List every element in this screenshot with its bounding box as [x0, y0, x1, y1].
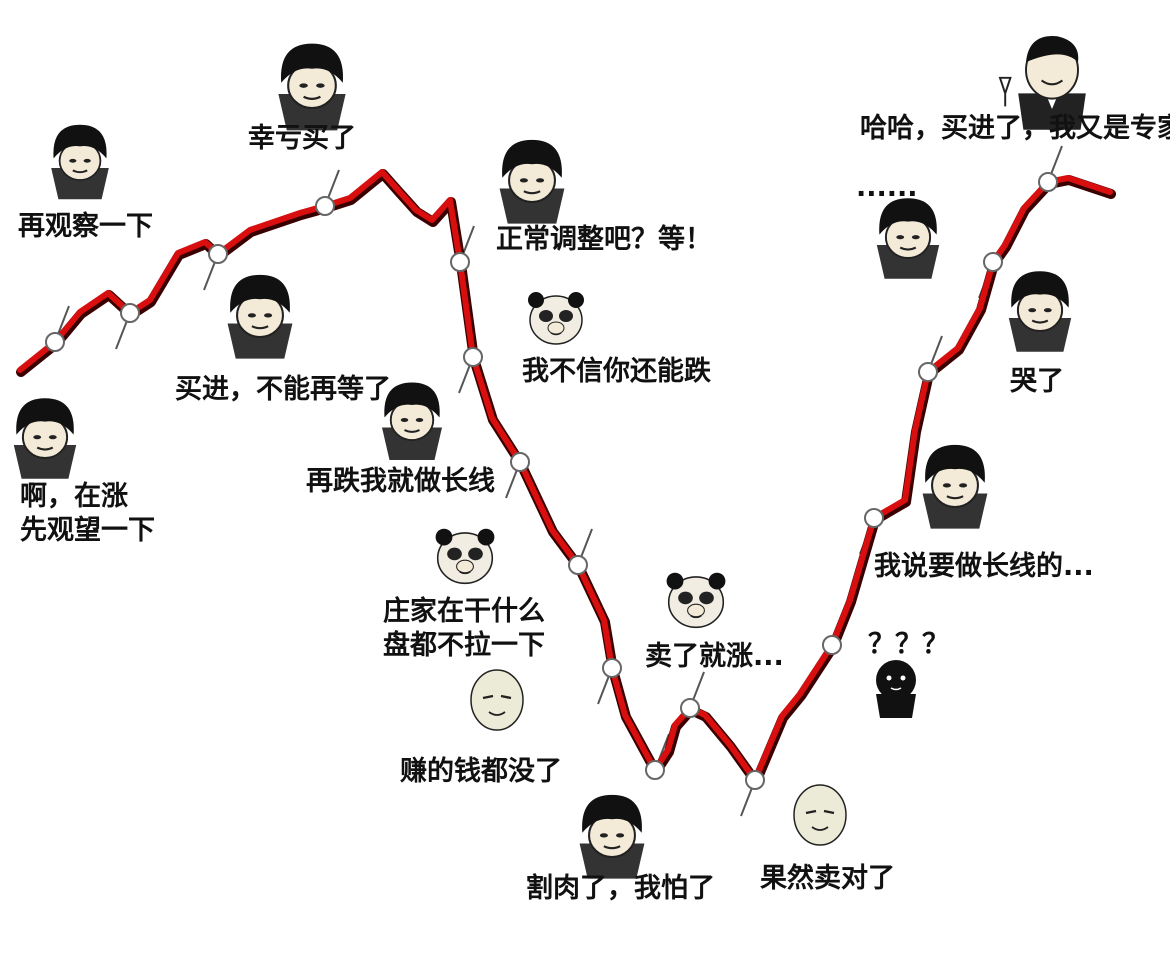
panda-face-icon — [528, 292, 584, 345]
cap-wait-line: 先观望一下 — [20, 515, 155, 546]
bowl-cut-face-icon — [382, 382, 442, 460]
cap-disbelief: 我不信你还能跌 — [522, 355, 711, 387]
bowl-cut-face-icon — [1008, 271, 1072, 352]
circle-marker-icon — [983, 252, 1003, 272]
circle-marker-icon — [315, 196, 335, 216]
bald-face-icon — [470, 669, 524, 731]
cap-sold-right-line: 果然卖对了 — [760, 862, 895, 894]
cap-longterm: 再跌我就做长线 — [306, 466, 495, 497]
cap-lucky-line: 幸亏买了 — [248, 123, 356, 154]
circle-marker-icon — [208, 244, 228, 264]
cap-sold-rise-line: 卖了就涨... — [645, 641, 784, 672]
panda-face-icon — [666, 572, 726, 629]
suit-man-icon — [998, 35, 1086, 130]
cap-cut-loss-line: 割肉了，我怕了 — [526, 872, 715, 904]
black-silhouette-face-icon — [876, 660, 916, 718]
cap-sold-right: 果然卖对了 — [760, 862, 895, 894]
cap-cry: 哭了 — [1010, 366, 1064, 397]
cap-confused-line: ？？？ — [868, 629, 949, 660]
circle-marker-icon — [680, 698, 700, 718]
cap-said-long-line: 我说要做长线的... — [874, 550, 1094, 582]
cap-expert: 哈哈，买进了，我又是专家了 — [860, 112, 1170, 144]
circle-marker-icon — [645, 760, 665, 780]
cap-longterm-line: 再跌我就做长线 — [306, 466, 495, 497]
circle-marker-icon — [602, 658, 622, 678]
cap-said-long: 我说要做长线的... — [874, 550, 1094, 582]
characters — [13, 35, 1086, 879]
circle-marker-icon — [1038, 172, 1058, 192]
circle-marker-icon — [510, 452, 530, 472]
markers — [45, 172, 1058, 790]
bowl-cut-face-icon — [278, 43, 346, 131]
bowl-cut-face-icon — [499, 139, 565, 224]
cap-confused: ？？？ — [868, 629, 949, 660]
cap-disbelief-line: 我不信你还能跌 — [522, 355, 711, 387]
panda-face-icon — [435, 528, 495, 585]
bowl-cut-face-icon — [51, 124, 109, 200]
cap-sold-rise: 卖了就涨... — [645, 641, 784, 672]
cap-observe: 再观察一下 — [18, 210, 153, 242]
bald-face-icon — [793, 784, 847, 846]
bowl-cut-face-icon — [227, 274, 293, 359]
circle-marker-icon — [745, 770, 765, 790]
cap-correction: 正常调整吧？等！ — [496, 223, 712, 255]
circle-marker-icon — [120, 303, 140, 323]
bowl-cut-face-icon — [876, 198, 940, 279]
cap-cut-loss: 割肉了，我怕了 — [526, 872, 715, 904]
cap-wait-line: 啊，在涨 — [20, 481, 128, 512]
bowl-cut-face-icon — [922, 444, 988, 529]
cap-wait: 啊，在涨先观望一下 — [20, 481, 155, 546]
cap-expert-line: 哈哈，买进了，我又是专家了 — [860, 112, 1170, 144]
circle-marker-icon — [918, 362, 938, 382]
cap-dots-line: ...... — [856, 172, 918, 203]
cap-dealer-line: 盘都不拉一下 — [383, 629, 545, 661]
cap-observe-line: 再观察一下 — [18, 210, 153, 242]
cap-lost-gains: 赚的钱都没了 — [400, 755, 562, 787]
cap-dealer: 庄家在干什么盘都不拉一下 — [383, 595, 545, 661]
cap-correction-line: 正常调整吧？等！ — [496, 223, 712, 255]
circle-marker-icon — [463, 347, 483, 367]
cap-buy-line: 买进，不能再等了 — [175, 373, 391, 405]
cap-buy: 买进，不能再等了 — [175, 373, 391, 405]
bowl-cut-face-icon — [13, 398, 77, 479]
circle-marker-icon — [450, 252, 470, 272]
bowl-cut-face-icon — [579, 794, 645, 879]
circle-marker-icon — [822, 635, 842, 655]
circle-marker-icon — [45, 332, 65, 352]
cap-cry-line: 哭了 — [1010, 366, 1064, 397]
cap-lost-gains-line: 赚的钱都没了 — [400, 755, 562, 787]
cap-lucky: 幸亏买了 — [248, 123, 356, 154]
cap-dealer-line: 庄家在干什么 — [383, 595, 545, 627]
circle-marker-icon — [568, 555, 588, 575]
cap-dots: ...... — [856, 172, 918, 203]
circle-marker-icon — [864, 508, 884, 528]
